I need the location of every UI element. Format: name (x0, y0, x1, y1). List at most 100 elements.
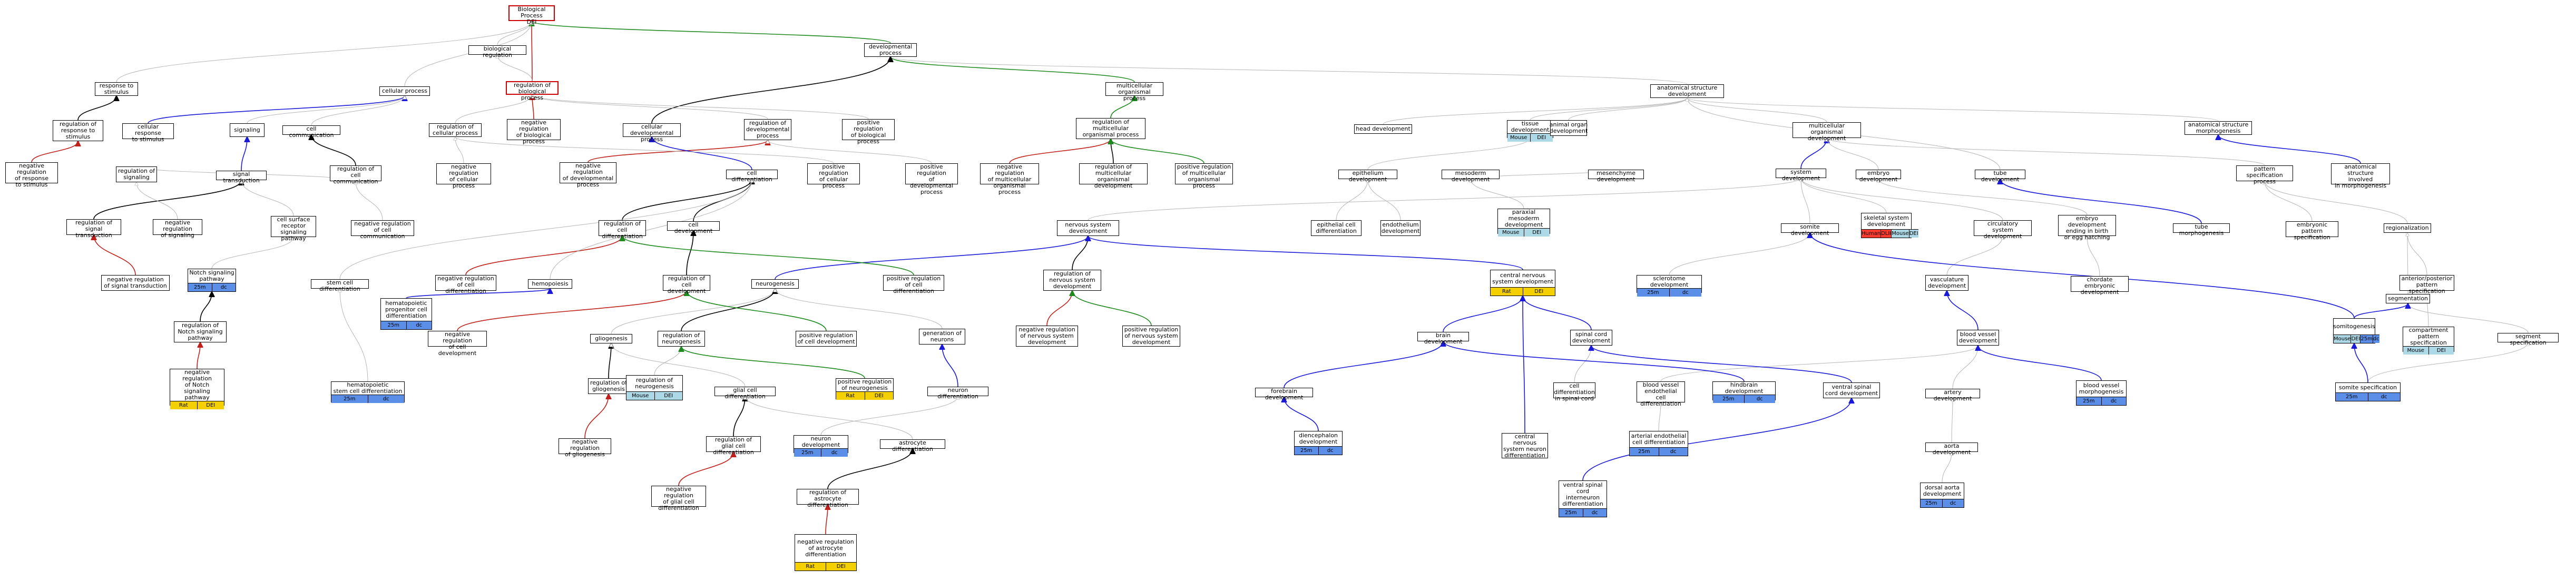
go-term-node[interactable]: blood vessel endothelial cell differenti… (1637, 381, 1685, 407)
go-term-node[interactable]: generation of neurons (919, 329, 965, 345)
go-term-node[interactable]: segmentation (2386, 294, 2430, 303)
go-term-node[interactable]: positive regulation of developmental pro… (905, 163, 958, 195)
go-term-node[interactable]: cellular response to stimulus (122, 123, 174, 143)
go-term-node[interactable]: ventral spinal cord interneuron differen… (1559, 480, 1607, 517)
go-term-node[interactable]: embryo development ending in birth or eg… (2058, 215, 2116, 241)
go-term-node[interactable]: regulation of Notch signaling pathway (174, 321, 227, 342)
go-term-node[interactable]: hemopoiesis (528, 279, 572, 289)
go-term-node[interactable]: mesoderm development (1442, 170, 1500, 183)
go-term-node[interactable]: cell communication (282, 125, 340, 139)
go-term-node[interactable]: negative regulation of gliogenesis (559, 438, 611, 458)
go-term-node[interactable]: signal transduction (216, 171, 267, 184)
go-term-node[interactable]: neuron differentiation (927, 387, 988, 400)
go-term-node[interactable]: regulation of cellular process (429, 123, 482, 137)
go-term-node[interactable]: brain development (1417, 332, 1469, 345)
go-term-node[interactable]: arterial endothelial cell differentiatio… (1629, 431, 1688, 456)
go-term-node[interactable]: regulation of cell differentiation (599, 220, 646, 240)
go-term-node[interactable]: somite development (1781, 223, 1839, 237)
go-term-node[interactable]: regulation of developmental process (744, 119, 791, 140)
go-term-node[interactable]: regulation of multicellular organismal d… (1079, 163, 1148, 189)
go-term-node[interactable]: regulation of astrocyte differentiation (797, 489, 859, 508)
go-term-node[interactable]: regulation of multicellular organismal p… (1076, 118, 1145, 139)
go-term-node[interactable]: multicellular organismal process (1105, 82, 1163, 102)
go-term-node[interactable]: embryonic pattern specification (2286, 221, 2338, 241)
go-term-node[interactable]: tube morphogenesis (2173, 223, 2230, 237)
go-term-node[interactable]: blood vessel development (1957, 330, 1999, 346)
go-term-node[interactable]: artery development (1925, 389, 1980, 402)
go-term-node[interactable]: positive regulation of biological proces… (842, 119, 895, 145)
go-term-node[interactable]: regulation of biological process (506, 81, 559, 101)
go-term-node[interactable]: positive regulation of nervous system de… (1122, 326, 1180, 347)
go-term-node[interactable]: epithelial cell differentiation (1311, 220, 1362, 236)
go-term-node[interactable]: anatomical structure development (1650, 84, 1724, 98)
go-term-node[interactable]: regulation of nervous system development (1043, 270, 1101, 291)
go-term-node[interactable]: nervous system development (1057, 220, 1119, 236)
go-term-node[interactable]: segment specification (2497, 333, 2559, 346)
go-term-node[interactable]: negative regulation of signal transducti… (101, 275, 170, 291)
go-term-node[interactable]: negative regulation of response to stimu… (5, 162, 58, 188)
go-term-node[interactable]: Biological Process DEI (508, 5, 555, 25)
go-term-node[interactable]: neurogenesis (751, 279, 799, 289)
go-term-node[interactable]: negative regulation of developmental pro… (560, 162, 616, 188)
go-term-node[interactable]: pattern specification process (2236, 165, 2293, 185)
go-term-node[interactable]: regionalization (2384, 223, 2431, 233)
go-term-node[interactable]: embryo development (1856, 170, 1901, 183)
go-term-node[interactable]: ventral spinal cord development (1823, 382, 1880, 398)
go-term-node[interactable]: tube development (1975, 170, 2025, 183)
go-term-node[interactable]: anterior/posterior pattern specification (2399, 275, 2454, 294)
go-term-node[interactable]: cell development (667, 221, 720, 234)
go-term-node[interactable]: anatomical structure morphogenesis (2185, 121, 2252, 135)
go-term-node[interactable]: central nervous system neuron differenti… (1502, 433, 1548, 459)
go-term-node[interactable]: multicellular organismal development (1793, 122, 1861, 142)
go-term-node[interactable]: cell surface receptor signaling pathway (271, 216, 316, 242)
go-term-node[interactable]: signaling (230, 123, 265, 137)
go-term-node[interactable]: negative regulation of cell differentiat… (435, 275, 496, 294)
go-term-node[interactable]: negative regulation of Notch signaling p… (170, 369, 224, 409)
go-term-node[interactable]: negative regulation of multicellular org… (980, 163, 1039, 195)
go-term-node[interactable]: chordate embryonic development (2071, 276, 2129, 296)
go-term-node[interactable]: negative regulation of signaling (153, 219, 202, 239)
go-term-node[interactable]: cell differentiation in spinal cord (1553, 382, 1595, 402)
go-term-node[interactable]: head development (1354, 124, 1412, 134)
go-term-node[interactable]: negative regulation of nervous system de… (1016, 326, 1078, 347)
go-term-node[interactable]: astrocyte differentiation (880, 439, 945, 453)
go-term-node[interactable]: cellular developmental process (623, 123, 681, 143)
go-term-node[interactable]: positive regulation of cellular process (807, 163, 860, 189)
go-term-node[interactable]: negative regulation of glial cell differ… (651, 486, 706, 512)
go-term-node[interactable]: cellular process (379, 86, 430, 96)
go-term-node[interactable]: negative regulation of astrocyte differe… (795, 534, 857, 571)
go-term-node[interactable]: regulation of cell communication (330, 165, 381, 185)
go-term-node[interactable]: forebrain development (1255, 388, 1313, 401)
go-term-node[interactable]: developmental process (864, 43, 917, 57)
go-term-node[interactable]: negative regulation of cell development (428, 331, 487, 357)
go-term-node[interactable]: regulation of signal transduction (66, 219, 121, 239)
go-term-node[interactable]: negative regulation of biological proces… (507, 119, 561, 145)
go-term-node[interactable]: positive regulation of multicellular org… (1175, 163, 1233, 189)
go-term-node[interactable]: response to stimulus (95, 82, 138, 96)
go-term-node[interactable]: regulation of signaling (116, 166, 157, 182)
go-term-node[interactable]: animal organ development (1550, 120, 1588, 136)
go-term-node[interactable]: positive regulation of cell differentiat… (883, 275, 944, 294)
go-term-node[interactable]: gliogenesis (590, 334, 632, 343)
go-term-node[interactable]: mesenchyme development (1588, 170, 1644, 183)
go-term-node[interactable]: aorta development (1925, 443, 1978, 456)
go-term-node[interactable]: cell differentiation (726, 170, 778, 183)
go-term-node[interactable]: positive regulation of cell development (796, 331, 857, 347)
go-term-node[interactable]: stem cell differentiation (311, 279, 369, 292)
